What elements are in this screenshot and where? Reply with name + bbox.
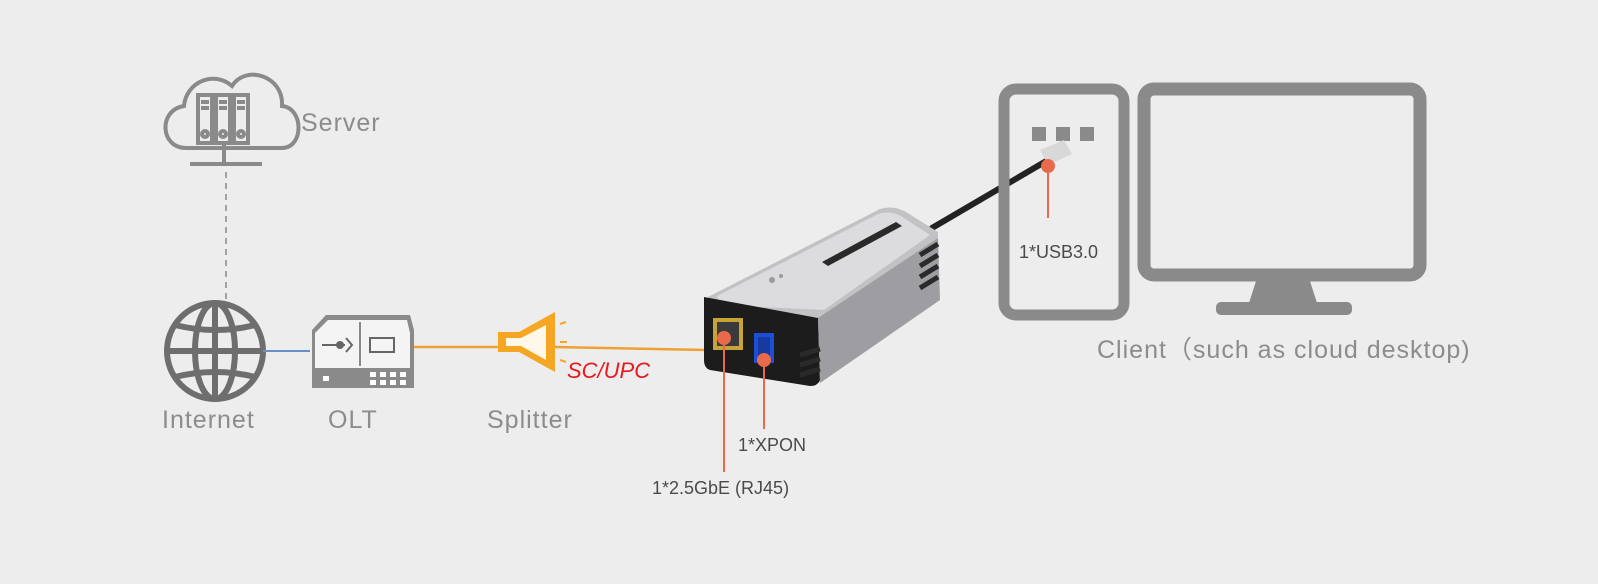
optical-splitter-icon bbox=[498, 312, 567, 372]
cloud-server-icon bbox=[163, 72, 301, 166]
usb-cable bbox=[929, 157, 1051, 231]
client-label: Client（such as cloud desktop) bbox=[1097, 336, 1471, 364]
callout-rj45 bbox=[717, 331, 731, 472]
monitor-icon bbox=[1137, 82, 1427, 315]
callout-xpon bbox=[757, 353, 771, 429]
olt-label: OLT bbox=[328, 406, 378, 434]
computer-tower-icon bbox=[998, 83, 1130, 321]
olt-device-icon bbox=[312, 315, 414, 388]
internet-label: Internet bbox=[162, 406, 255, 434]
xpon-usb-adapter bbox=[704, 207, 940, 386]
server-label: Server bbox=[301, 109, 381, 137]
port-rj45-label: 1*2.5GbE (RJ45) bbox=[652, 478, 790, 498]
connector-label: SC/UPC bbox=[567, 358, 651, 383]
globe-icon bbox=[164, 300, 266, 402]
port-usb-label: 1*USB3.0 bbox=[1019, 242, 1099, 262]
port-xpon-label: 1*XPON bbox=[738, 435, 807, 455]
callout-usb bbox=[1041, 159, 1055, 218]
splitter-label: Splitter bbox=[487, 406, 573, 434]
